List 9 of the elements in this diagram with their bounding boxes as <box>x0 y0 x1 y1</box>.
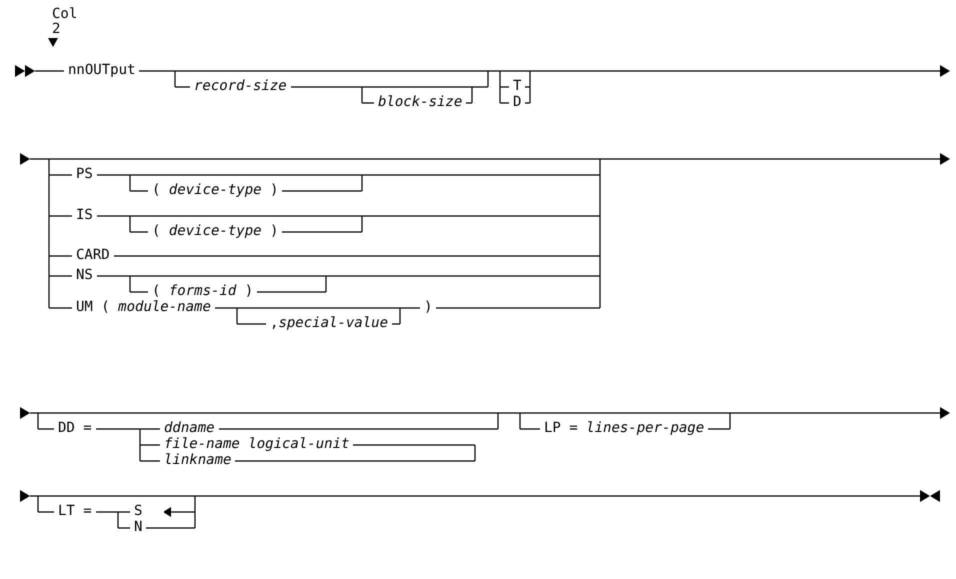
syntax-keyword: nnOUTput <box>64 62 140 79</box>
syntax-parameter: file-name logical-unit <box>160 436 354 453</box>
syntax-parameter: ( device-type ) <box>148 182 282 199</box>
syntax-punctuation: ) <box>420 299 436 316</box>
syntax-keyword: UM ( module-name <box>72 299 215 316</box>
syntax-parameter: ,special-value <box>266 315 392 332</box>
syntax-parameter: ( device-type ) <box>148 223 282 240</box>
syntax-keyword: LP = lines-per-page <box>540 420 708 437</box>
syntax-parameter: ( forms-id ) <box>148 283 258 300</box>
